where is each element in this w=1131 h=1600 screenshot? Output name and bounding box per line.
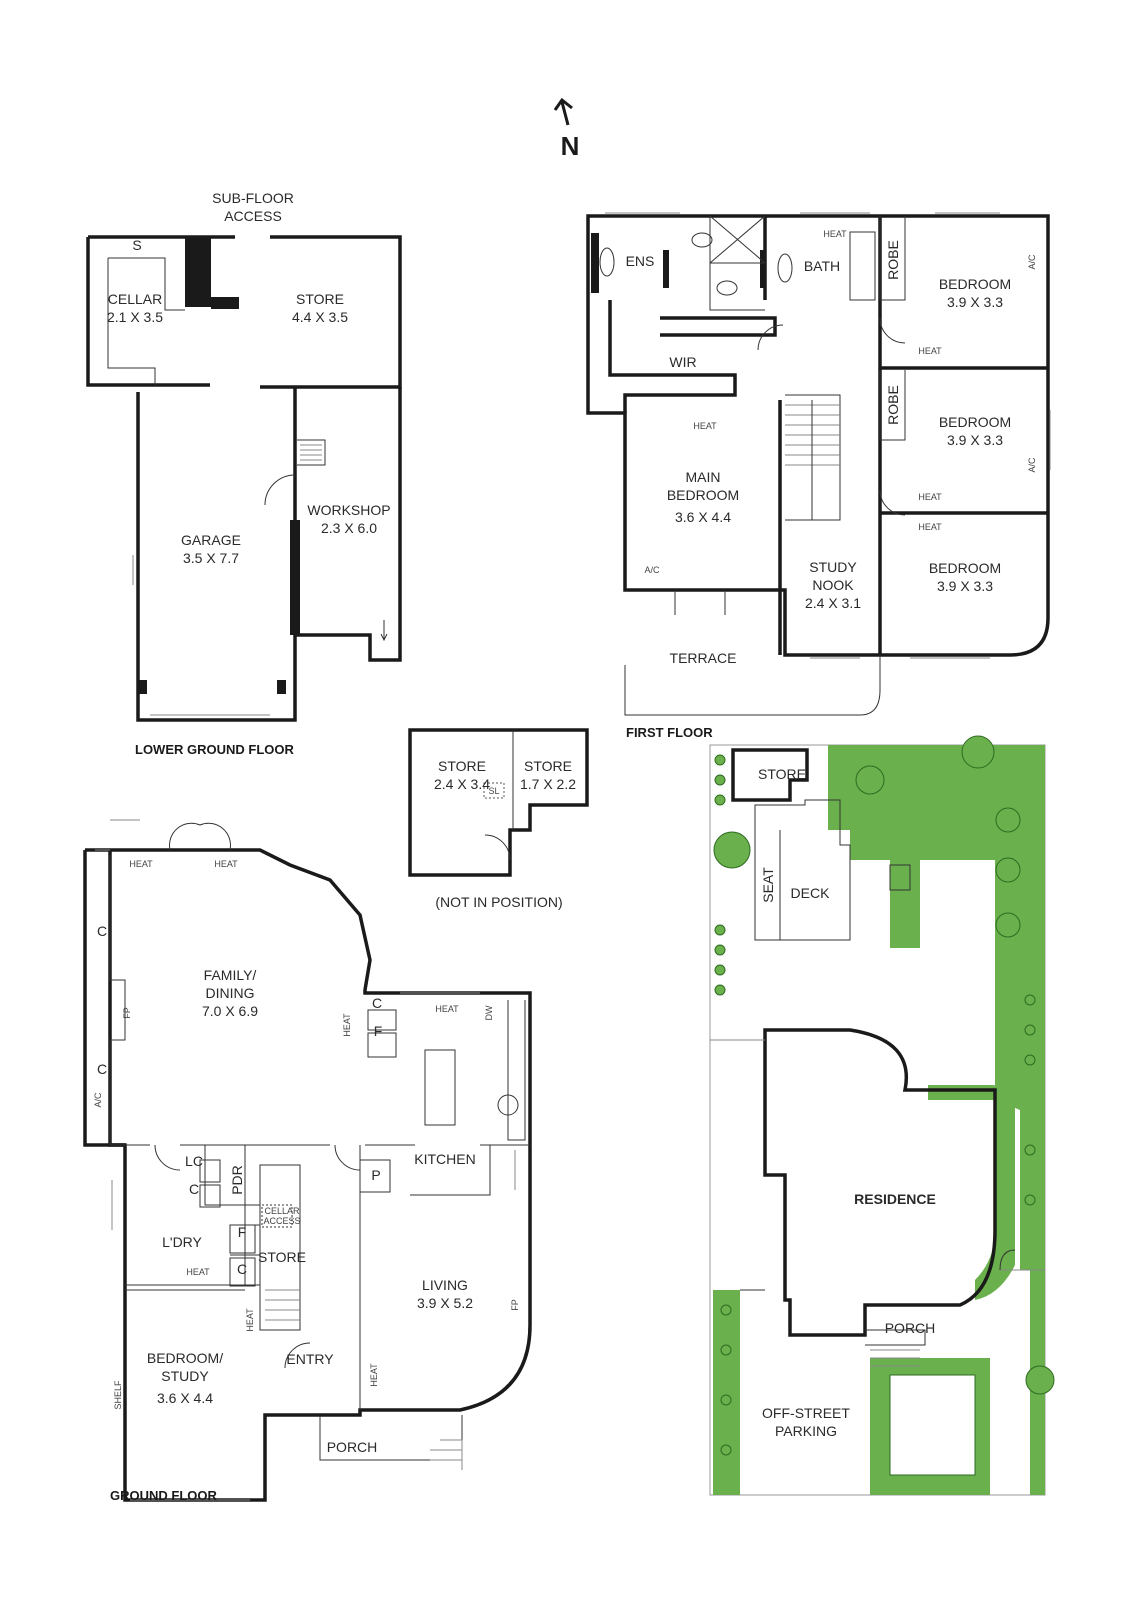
heat-label-ff-2: HEAT: [918, 346, 942, 356]
laundry-label: L'DRY: [162, 1234, 202, 1250]
cupboard-label-2: C: [97, 1061, 107, 1077]
ground-floor-plan: [83, 819, 532, 1502]
kitchen-label: KITCHEN: [414, 1151, 475, 1167]
heat-label-gf-7: HEAT: [369, 1363, 379, 1387]
bedroom-2-name: BEDROOM: [939, 414, 1011, 430]
bedroom-3-name: BEDROOM: [929, 560, 1001, 576]
pantry-label: P: [371, 1167, 380, 1183]
fireplace-label-2: FP: [510, 1299, 520, 1311]
heat-label-ff-5: HEAT: [918, 522, 942, 532]
north-label: N: [561, 131, 580, 161]
bedroom-study-name-2: STUDY: [161, 1368, 209, 1384]
ac-label-ff-1: A/C: [1027, 254, 1037, 270]
detached-stores-plan: [408, 728, 589, 877]
store-gf-label: STORE: [258, 1249, 306, 1265]
cellar-name: CELLAR: [108, 291, 162, 307]
site-plan: [709, 735, 1055, 1496]
terrace-label: TERRACE: [670, 650, 737, 666]
ac-label-ff-2: A/C: [1027, 457, 1037, 473]
cupboard-label-5: C: [237, 1261, 247, 1277]
store-2-dims: 1.7 X 2.2: [520, 776, 576, 792]
heat-label-gf-3: HEAT: [435, 1004, 459, 1014]
family-dining-name-2: DINING: [206, 985, 255, 1001]
study-nook-name-2: NOOK: [812, 577, 854, 593]
lower-ground-floor-plan: [86, 235, 402, 722]
main-bedroom-name-1: MAIN: [686, 469, 721, 485]
site-seat-label: SEAT: [760, 867, 776, 903]
living-name: LIVING: [422, 1277, 468, 1293]
ground-floor-title: GROUND FLOOR: [110, 1488, 217, 1503]
cellar-access-label-2: ACCESS: [263, 1216, 300, 1226]
north-arrow-icon: [553, 97, 573, 126]
main-bedroom-name-2: BEDROOM: [667, 487, 739, 503]
site-parking-label-1: OFF-STREET: [762, 1405, 850, 1421]
cellar-access-label-1: CELLAR: [264, 1206, 300, 1216]
family-dining-dims: 7.0 X 6.9: [202, 1003, 258, 1019]
powder-room-label: PDR: [229, 1165, 245, 1195]
cellar-dims: 2.1 X 3.5: [107, 309, 163, 325]
dishwasher-label: DW: [484, 1005, 494, 1020]
site-store-label: STORE: [758, 766, 806, 782]
shelf-label: SHELF: [113, 1380, 123, 1410]
linen-cupboard-label: LC: [185, 1153, 203, 1169]
fridge-label-2: F: [238, 1224, 247, 1240]
bedroom-1-dims: 3.9 X 3.3: [947, 294, 1003, 310]
heat-label-ff-4: HEAT: [918, 492, 942, 502]
workshop-dims: 2.3 X 6.0: [321, 520, 377, 536]
not-in-position-note: (NOT IN POSITION): [435, 894, 562, 910]
bedroom-study-name-1: BEDROOM/: [147, 1350, 223, 1366]
entry-label: ENTRY: [286, 1351, 334, 1367]
living-dims: 3.9 X 5.2: [417, 1295, 473, 1311]
heat-label-gf-6: HEAT: [245, 1308, 255, 1332]
store-2-name: STORE: [524, 758, 572, 774]
ac-label-gf: A/C: [93, 1092, 103, 1108]
heat-label-gf-5: HEAT: [186, 1267, 210, 1277]
fireplace-label-1: FP: [122, 1007, 132, 1019]
heat-label-gf-2: HEAT: [214, 859, 238, 869]
study-nook-dims: 2.4 X 3.1: [805, 595, 861, 611]
site-parking-label-2: PARKING: [775, 1423, 837, 1439]
ens-label: ENS: [626, 253, 655, 269]
store-1-name: STORE: [438, 758, 486, 774]
heat-label-ff-1: HEAT: [823, 229, 847, 239]
cupboard-label-3: C: [372, 995, 382, 1011]
store-name: STORE: [296, 291, 344, 307]
heat-label-gf-4: HEAT: [342, 1013, 352, 1037]
bedroom-3-dims: 3.9 X 3.3: [937, 578, 993, 594]
porch-gf-label: PORCH: [327, 1439, 378, 1455]
cupboard-label-4: C: [189, 1181, 199, 1197]
garage-name: GARAGE: [181, 532, 241, 548]
first-floor-plan: [586, 212, 1051, 716]
bedroom-study-dims: 3.6 X 4.4: [157, 1390, 213, 1406]
family-dining-name-1: FAMILY/: [204, 967, 257, 983]
store-dims: 4.4 X 3.5: [292, 309, 348, 325]
heat-label-gf-1: HEAT: [129, 859, 153, 869]
skylight-label: SL: [488, 786, 499, 796]
subfloor-access-label-1: SUB-FLOOR: [212, 190, 294, 206]
garage-dims: 3.5 X 7.7: [183, 550, 239, 566]
main-bedroom-dims: 3.6 X 4.4: [675, 509, 731, 525]
cupboard-label-1: C: [97, 923, 107, 939]
bedroom-1-name: BEDROOM: [939, 276, 1011, 292]
wir-label: WIR: [669, 354, 696, 370]
cellar-s-label: S: [132, 237, 141, 253]
lower-ground-floor-title: LOWER GROUND FLOOR: [135, 742, 294, 757]
site-deck-label: DECK: [791, 885, 831, 901]
workshop-name: WORKSHOP: [307, 502, 390, 518]
bedroom-2-dims: 3.9 X 3.3: [947, 432, 1003, 448]
robe-label-1: ROBE: [885, 240, 901, 280]
site-residence-label: RESIDENCE: [854, 1191, 936, 1207]
store-1-dims: 2.4 X 3.4: [434, 776, 490, 792]
robe-label-2: ROBE: [885, 385, 901, 425]
study-nook-name-1: STUDY: [809, 559, 857, 575]
first-floor-title: FIRST FLOOR: [626, 725, 713, 740]
ac-label-ff-3: A/C: [644, 565, 660, 575]
bath-label: BATH: [804, 258, 840, 274]
heat-label-ff-3: HEAT: [693, 421, 717, 431]
fridge-label-1: F: [374, 1023, 383, 1039]
site-porch-label: PORCH: [885, 1320, 936, 1336]
subfloor-access-label-2: ACCESS: [224, 208, 282, 224]
